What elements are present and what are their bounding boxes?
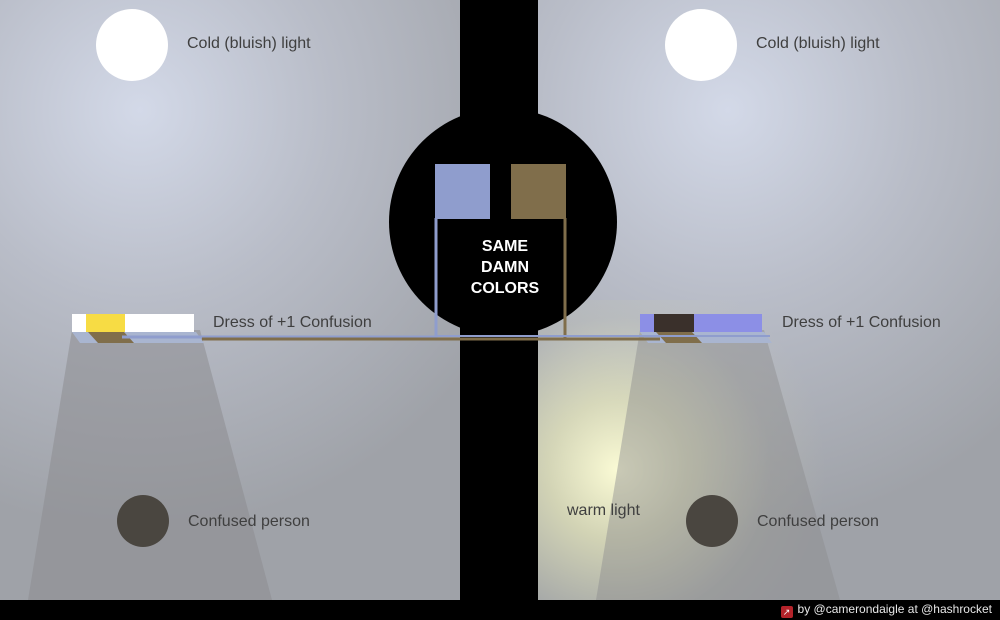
right-person-label: Confused person <box>757 513 879 530</box>
blue-swatch <box>435 164 490 219</box>
left-dress <box>72 314 204 343</box>
caption-line-2: DAMN <box>481 259 529 276</box>
center-circle <box>389 108 617 336</box>
connector-lines <box>122 218 770 341</box>
left-cold-light-label: Cold (bluish) light <box>187 35 311 52</box>
same-colors-caption: SAME DAMN COLORS <box>445 236 565 299</box>
left-sun-icon <box>96 9 168 81</box>
left-dress-label: Dress of +1 Confusion <box>213 314 372 331</box>
right-light-cone <box>596 330 840 600</box>
footer-bar <box>0 600 1000 620</box>
footer-credit-text: by @camerondaigle at @hashrocket <box>797 602 992 616</box>
brown-swatch <box>511 164 566 219</box>
caption-line-1: SAME <box>481 238 529 255</box>
caption-line-3: COLORS <box>470 280 540 297</box>
right-dress-black-stripe <box>654 314 694 332</box>
left-person-icon <box>117 495 169 547</box>
footer-credit[interactable]: ↗ by @camerondaigle at @hashrocket <box>780 602 992 618</box>
warm-light-glow <box>538 300 838 600</box>
warm-light-label: warm light <box>567 502 640 519</box>
right-cone-shape <box>596 330 840 600</box>
right-dress-shadow-stripe <box>656 332 702 343</box>
hashrocket-logo-icon: ↗ <box>780 606 793 618</box>
left-dress-gold-stripe <box>86 314 125 332</box>
left-dress-shadow-stripe <box>88 332 134 343</box>
left-cone-shape <box>28 330 272 600</box>
blue-connector-line <box>122 218 438 339</box>
right-cold-light-label: Cold (bluish) light <box>756 35 880 52</box>
left-panel: Cold (bluish) light Dress of +1 Confusio… <box>0 0 460 600</box>
right-person-icon <box>686 495 738 547</box>
left-light-cone <box>28 330 272 600</box>
right-panel: Cold (bluish) light Dress of +1 Confusio… <box>538 0 1000 600</box>
right-dress <box>640 314 772 343</box>
right-dress-label: Dress of +1 Confusion <box>782 314 941 331</box>
left-person-label: Confused person <box>188 513 310 530</box>
right-sun-icon <box>665 9 737 81</box>
